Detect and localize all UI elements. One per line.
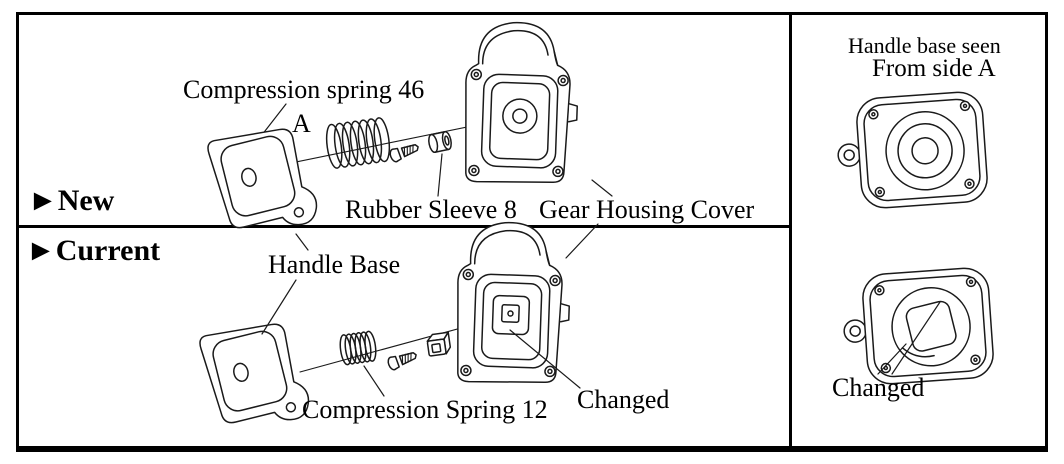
section-header-new: ►New — [28, 184, 115, 217]
side-view-title-line2: From side A — [872, 55, 996, 82]
side-view-title-line1: Handle base seen — [848, 33, 1001, 58]
vertical-divider — [789, 15, 792, 446]
label-handle-base: Handle Base — [268, 250, 401, 279]
label-gear-housing-cover: Gear Housing Cover — [539, 195, 755, 224]
label-rubber-sleeve-8: Rubber Sleeve 8 — [345, 195, 517, 224]
section-header-current: ►Current — [26, 234, 161, 267]
diagram-frame — [16, 12, 1048, 452]
label-changed-current: Changed — [577, 385, 670, 414]
label-changed-side-view: Changed — [832, 373, 925, 402]
horizontal-divider — [19, 225, 789, 228]
label-compression-spring-12: Compression Spring 12 — [302, 395, 548, 424]
label-compression-spring-46: Compression spring 46 — [183, 75, 425, 104]
label-side-marker-a: A — [292, 109, 311, 138]
